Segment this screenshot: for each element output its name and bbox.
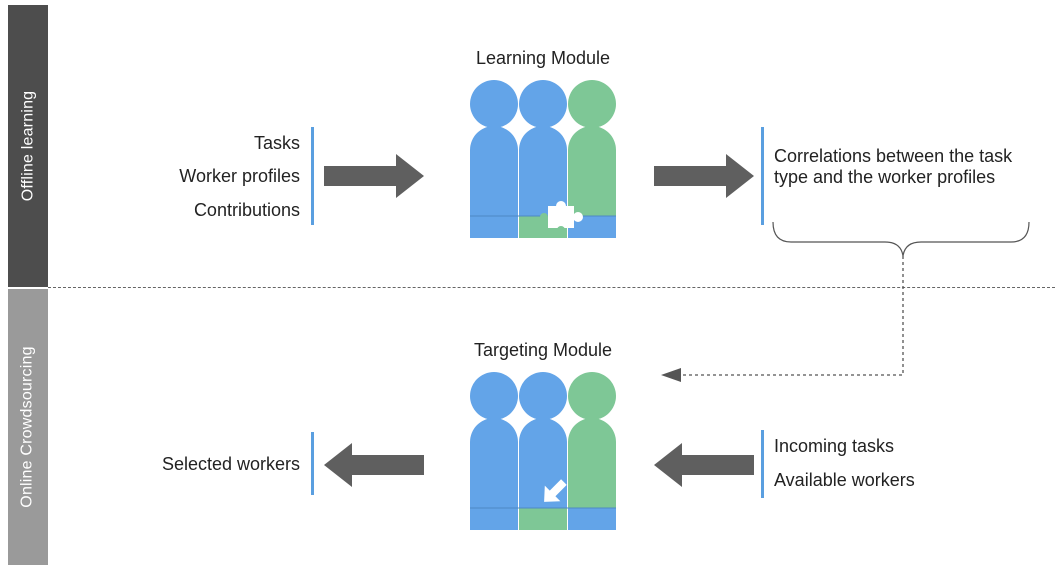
learning-input-worker-profiles: Worker profiles [179, 166, 300, 186]
worker-body-1 [470, 418, 518, 530]
worker-body-1 [470, 126, 518, 238]
online-section-band: Online Crowdsourcing [8, 289, 48, 565]
worker-body-2 [519, 418, 567, 530]
worker-body-3 [568, 126, 616, 238]
offline-section-label: Offline learning [19, 90, 36, 202]
offline-section-band: Offline learning [8, 5, 48, 287]
selected-workers-bar [311, 432, 314, 495]
learning-in-arrow [324, 154, 424, 198]
arrow-in-icon [544, 479, 567, 502]
worker-head-3 [568, 372, 616, 420]
puzzle-piece-icon [540, 201, 583, 234]
targeting-inputs-bar [761, 430, 764, 498]
targeting-output-text: Selected workers [161, 454, 300, 474]
learning-inputs-bar [311, 127, 314, 225]
targeting-input-available-workers: Available workers [774, 470, 915, 490]
targeting-module-figure [470, 372, 616, 530]
worker-body-3 [568, 418, 616, 530]
online-section-label: Online Crowdsourcing [19, 346, 36, 508]
targeting-input-incoming-tasks: Incoming tasks [774, 436, 895, 456]
learning-output-text: Correlations between the task type and t… [774, 146, 1013, 187]
worker-head-2 [519, 80, 567, 128]
targeting-out-arrow [324, 443, 424, 487]
learning-module-figure [470, 80, 616, 238]
worker-head-1 [470, 372, 518, 420]
learning-input-tasks: Tasks [253, 133, 300, 153]
learning-input-contributions: Contributions [193, 200, 300, 220]
learning-output-bar [761, 127, 764, 225]
worker-head-3 [568, 80, 616, 128]
learning-module-title: Learning Module [475, 48, 611, 68]
feedback-connector [661, 221, 1030, 382]
learning-out-arrow [654, 154, 754, 198]
targeting-in-arrow [654, 443, 754, 487]
targeting-module-title: Targeting Module [473, 340, 613, 360]
worker-head-1 [470, 80, 518, 128]
correlation-brace [772, 221, 1030, 257]
section-divider [48, 287, 1055, 288]
worker-head-2 [519, 372, 567, 420]
